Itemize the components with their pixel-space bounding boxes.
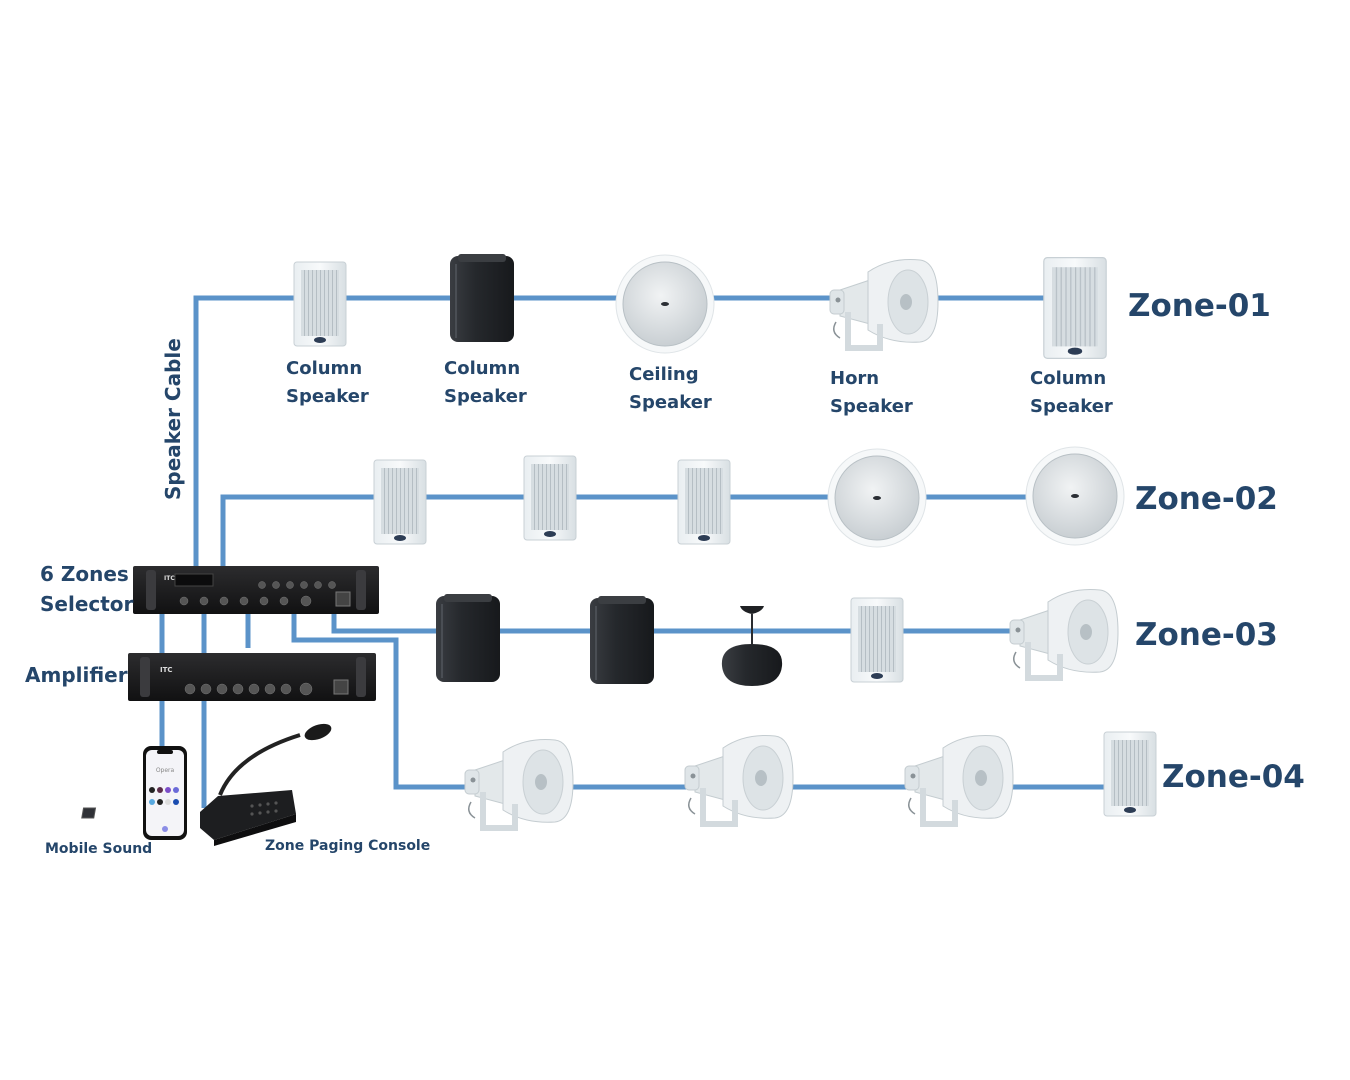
ceiling-speaker-icon: [615, 254, 715, 354]
speaker-label: Ceiling: [629, 364, 699, 385]
speaker-label: Column: [444, 358, 520, 379]
zone-04: Zone-04: [465, 731, 1305, 829]
ceiling-speaker-icon: [1025, 446, 1125, 546]
zone-02: Zone-02: [373, 446, 1278, 548]
horn-speaker-icon: [685, 736, 793, 825]
column-speaker-icon: [373, 459, 427, 545]
horn-speaker-icon: [830, 260, 938, 349]
mobile-sound-label: Mobile Sound: [45, 841, 152, 857]
zone-label: Zone-02: [1135, 481, 1278, 517]
cable-zone-02: [220, 494, 1030, 566]
column-speaker-icon: [677, 459, 731, 545]
column-speaker-icon: [523, 455, 577, 541]
speaker-cable-label: Speaker Cable: [161, 338, 185, 500]
horn-speaker-icon: [1010, 590, 1118, 679]
zone-01: Column Speaker Column Speaker Ceiling Sp…: [286, 253, 1271, 417]
selector-label: Selector: [40, 592, 134, 616]
speaker-label: Speaker: [1030, 396, 1113, 417]
cable-zone-01: [193, 295, 1045, 566]
zone-selector-device: ITC: [133, 566, 379, 614]
zone-label: Zone-03: [1135, 617, 1278, 653]
speaker-label: Column: [1030, 368, 1106, 389]
box-speaker-icon: [449, 253, 515, 343]
box-speaker-icon: [589, 595, 655, 685]
column-speaker-icon: [1103, 731, 1157, 817]
selector-label: 6 Zones: [40, 562, 129, 586]
zone-label: Zone-01: [1128, 288, 1271, 324]
horn-speaker-icon: [465, 740, 573, 829]
zone-paging-console-label: Zone Paging Console: [265, 838, 430, 854]
column-speaker-icon: [293, 261, 347, 347]
amplifier-device: ITC: [128, 653, 376, 701]
speaker-label: Speaker: [830, 396, 913, 417]
horn-speaker-icon: [905, 736, 1013, 825]
pendant-speaker-icon: [720, 605, 784, 687]
box-speaker-icon: [435, 593, 501, 683]
column-speaker-icon: [850, 597, 904, 683]
amplifier-label: Amplifier: [25, 663, 128, 687]
zone-label: Zone-04: [1162, 759, 1305, 795]
phone-app-title: Opera: [156, 767, 175, 774]
column-speaker-icon: [1043, 257, 1107, 359]
zone-03: Zone-03: [435, 590, 1278, 687]
brand-logo: ITC: [164, 575, 175, 582]
cable-zone-04: [291, 612, 1108, 790]
cable-zone-03: [331, 612, 1010, 634]
speaker-label: Horn: [830, 368, 879, 389]
speaker-label: Speaker: [629, 392, 712, 413]
ceiling-speaker-icon: [827, 448, 927, 548]
speaker-label: Speaker: [286, 386, 369, 407]
speaker-label: Speaker: [444, 386, 527, 407]
brand-logo: ITC: [160, 666, 173, 674]
paging-console-device: [81, 723, 332, 846]
speaker-label: Column: [286, 358, 362, 379]
mobile-phone-device: Opera: [143, 746, 187, 840]
